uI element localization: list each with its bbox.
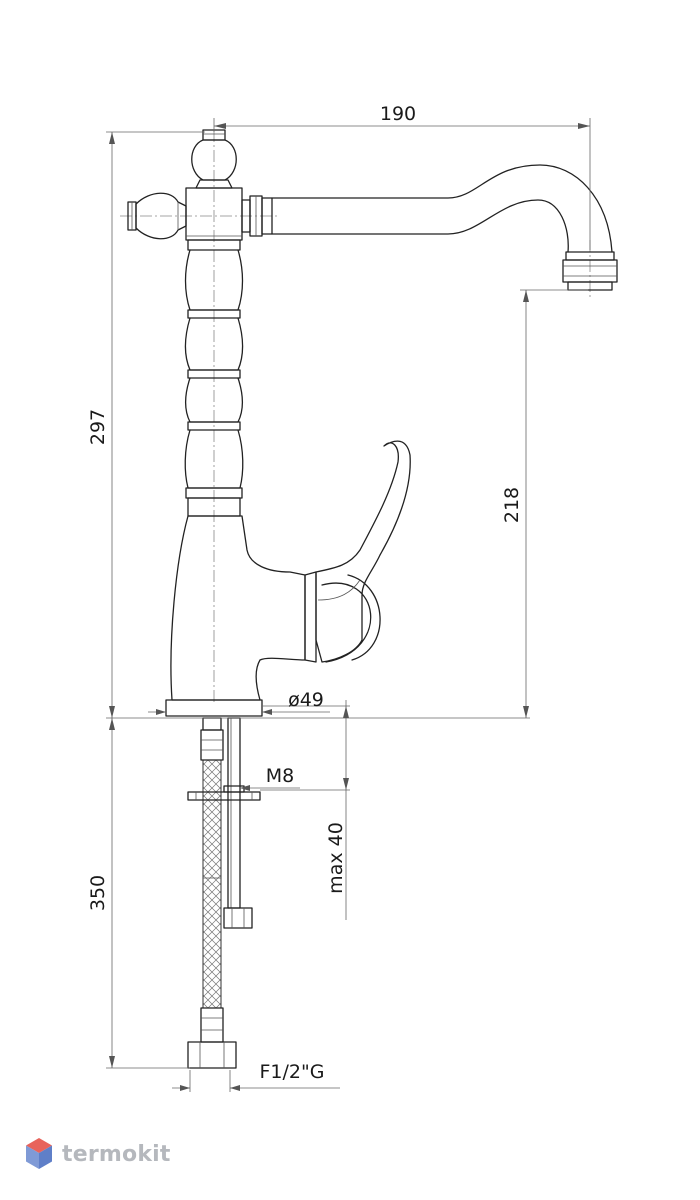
mixer-body [170, 515, 306, 701]
dim-hose-connection: F1/2"G [260, 1061, 325, 1083]
hose-nut [187, 1041, 237, 1069]
cartridge-housing [304, 571, 317, 663]
braided-hose [202, 759, 222, 1009]
left-knob [127, 192, 187, 240]
hose-and-stud [187, 717, 261, 1069]
center-axes [120, 130, 591, 705]
turned-column [184, 239, 244, 517]
dim-stud-thread: M8 [266, 765, 294, 787]
dim-base-diameter: ø49 [288, 689, 324, 711]
brand-name: termokit [62, 1141, 171, 1167]
dim-overall-height: 297 [87, 409, 109, 445]
stud-nut [223, 907, 253, 929]
fixing-stud [227, 717, 241, 909]
faucet-outline [127, 129, 618, 717]
spout-collar [241, 195, 273, 237]
fixing-plate [187, 791, 261, 801]
lever-handle [315, 440, 411, 663]
dimension-lines [106, 118, 591, 1092]
dim-spout-reach: 190 [380, 103, 416, 125]
spout-upper-edge [271, 164, 613, 253]
hexagon-cube-icon [26, 1138, 52, 1169]
dim-hose-length: 350 [87, 875, 109, 911]
spout-lower-edge [271, 199, 569, 253]
dim-spout-height: 218 [501, 487, 523, 523]
aerator [562, 251, 618, 291]
base-plate [165, 699, 263, 717]
brand-logo: termokit [24, 1136, 171, 1172]
dim-max-thickness: max 40 [325, 822, 347, 894]
